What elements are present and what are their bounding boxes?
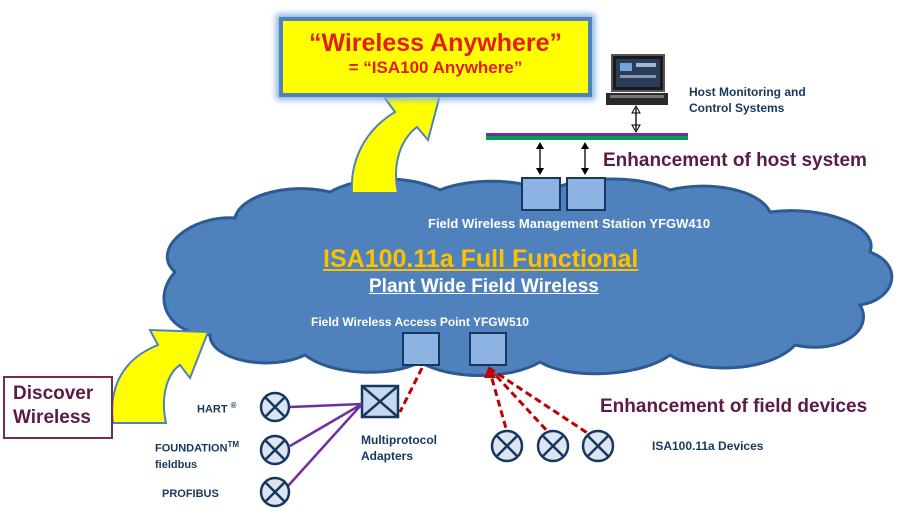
isa-device-icon-2	[536, 429, 570, 463]
access-point-box-2	[469, 332, 507, 366]
cloud-heading: ISA100.11a Full Functional	[323, 245, 639, 273]
isa-devices-label: ISA100.11a Devices	[652, 439, 764, 453]
discover-line1: Discover	[13, 383, 94, 404]
banner-title: “Wireless Anywhere”	[308, 29, 563, 57]
hart-label: HART ®	[197, 401, 237, 416]
enhancement-host-label: Enhancement of host system	[603, 150, 867, 171]
wired-links	[287, 402, 363, 487]
lower-yellow-arrow	[111, 328, 210, 424]
foundation-label: FOUNDATIONTM fieldbus	[155, 440, 240, 471]
management-station-label: Field Wireless Management Station YFGW41…	[428, 216, 711, 231]
upper-yellow-arrow	[350, 93, 442, 194]
adapters-label: Multiprotocol Adapters	[361, 433, 437, 463]
discover-wireless-box: Discover Wireless	[3, 376, 113, 439]
host-bus	[486, 133, 688, 136]
cloud-subheading: Plant Wide Field Wireless	[369, 276, 599, 297]
discover-line2: Wireless	[13, 407, 91, 428]
isa-device-icon-1	[490, 429, 524, 463]
management-station-box-2	[566, 177, 606, 211]
isa-device-icon-3	[581, 429, 615, 463]
host-label: Host Monitoring and Control Systems	[689, 85, 806, 115]
hart-device-icon	[259, 391, 291, 423]
computer-icon	[606, 54, 668, 105]
banner-subtitle: = “ISA100 Anywhere”	[348, 58, 523, 77]
access-point-box-1	[402, 332, 440, 366]
profibus-device-icon	[259, 476, 291, 508]
foundation-device-icon	[259, 434, 291, 466]
wireless-anywhere-banner: “Wireless Anywhere” = “ISA100 Anywhere”	[279, 17, 592, 97]
profibus-label: PROFIBUS	[162, 488, 219, 500]
enhancement-field-label: Enhancement of field devices	[600, 396, 868, 417]
access-point-label: Field Wireless Access Point YFGW510	[311, 315, 529, 329]
management-station-box-1	[521, 177, 561, 211]
wireless-links	[398, 366, 593, 438]
multiprotocol-adapter-icon	[360, 384, 400, 419]
